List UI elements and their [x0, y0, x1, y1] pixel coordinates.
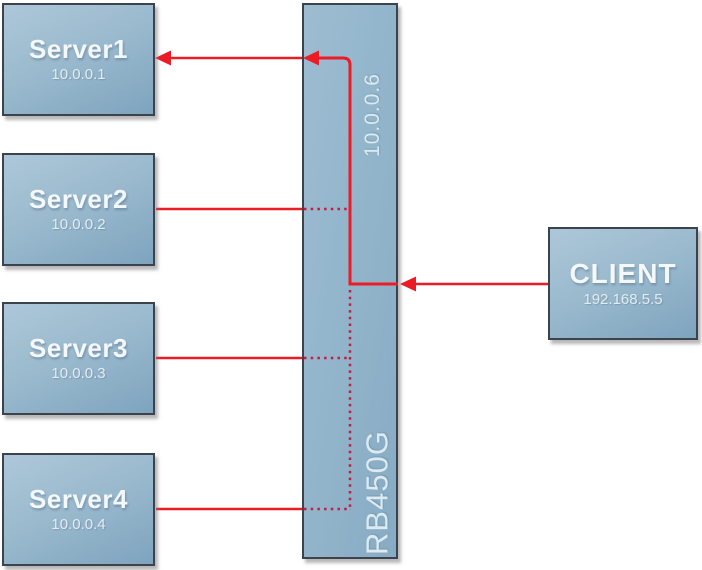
server3-label: Server3	[29, 333, 128, 364]
node-client: CLIENT 192.168.5.5	[548, 227, 698, 340]
server3-ip: 10.0.0.3	[51, 364, 106, 382]
arrowhead-into-router-icon	[400, 276, 416, 292]
server2-label: Server2	[29, 184, 128, 215]
router-interface-label: 10.0.0.6	[361, 73, 384, 157]
node-server1: Server1 10.0.0.1	[2, 3, 155, 116]
arrowhead-into-server1-icon	[155, 50, 171, 66]
router-model-label: RB450G	[359, 430, 395, 555]
client-ip: 192.168.5.5	[583, 290, 663, 308]
node-server3: Server3 10.0.0.3	[2, 302, 155, 415]
server4-label: Server4	[29, 484, 128, 515]
server1-label: Server1	[29, 34, 128, 65]
node-server2: Server2 10.0.0.2	[2, 153, 155, 266]
client-label: CLIENT	[569, 258, 677, 290]
server2-ip: 10.0.0.2	[51, 215, 106, 233]
node-server4: Server4 10.0.0.4	[2, 453, 155, 566]
server1-ip: 10.0.0.1	[51, 65, 106, 83]
server4-ip: 10.0.0.4	[51, 515, 106, 533]
